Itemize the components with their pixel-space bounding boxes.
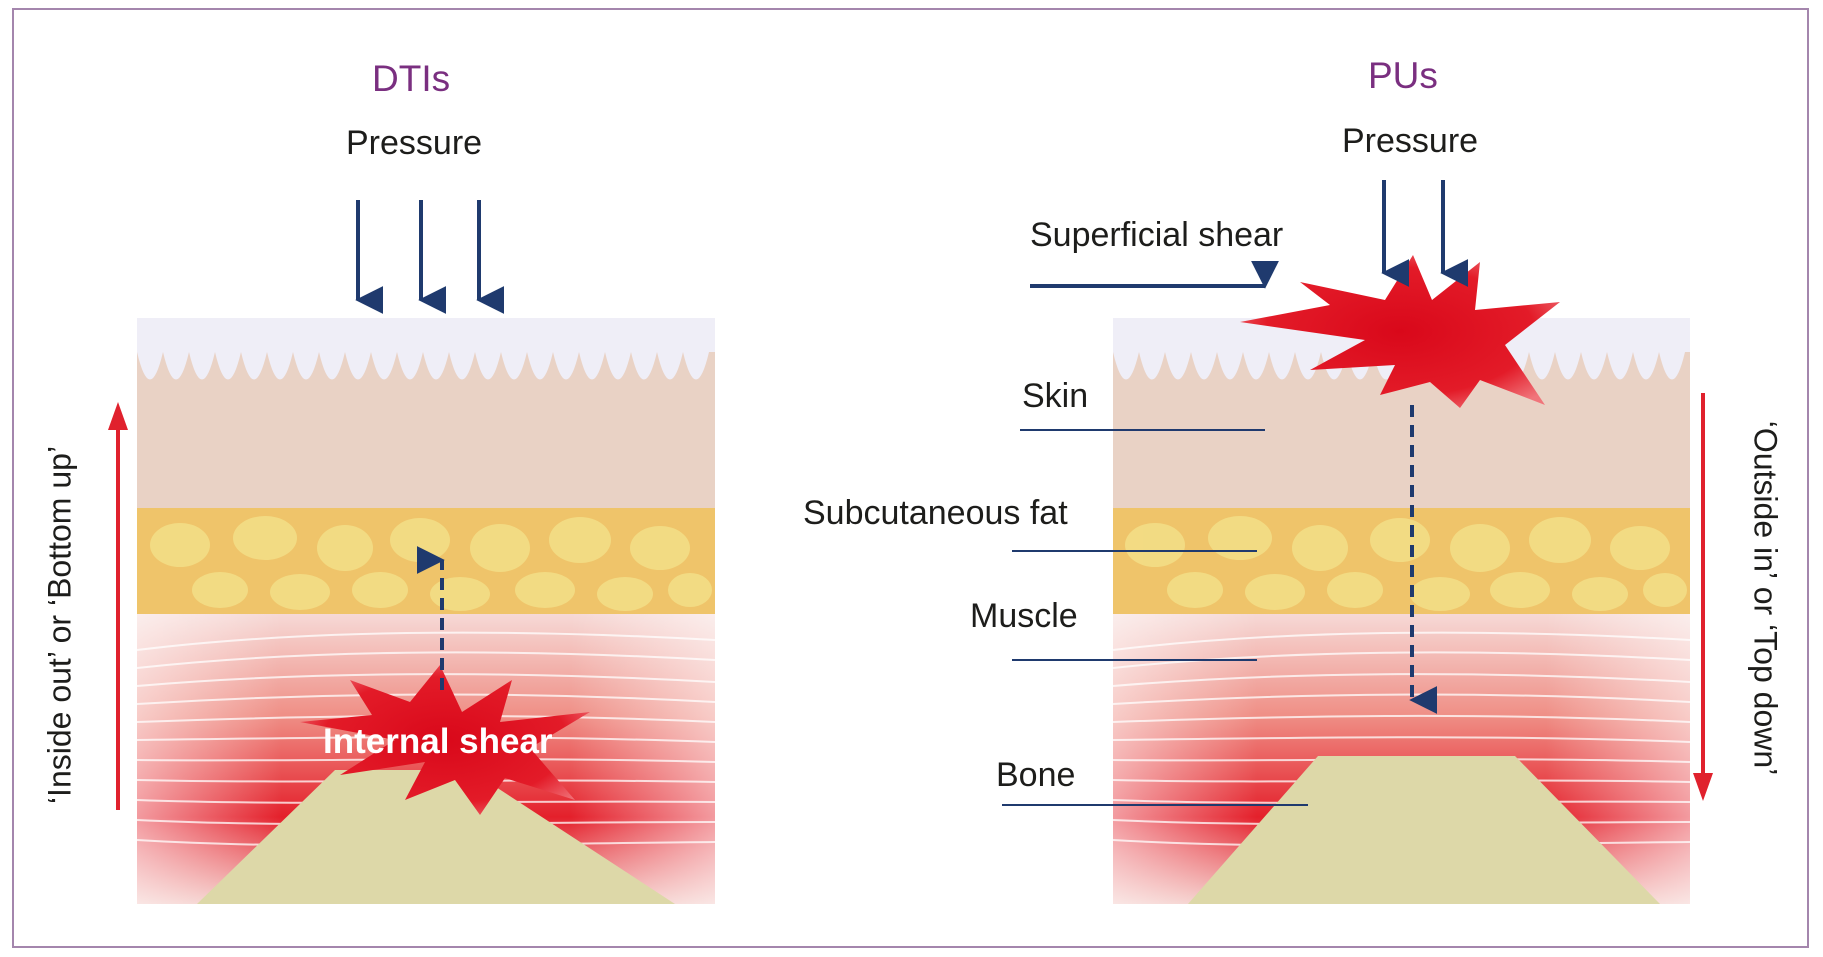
right-direction-arrow [1693,393,1713,801]
bone-label: Bone [996,756,1075,795]
internal-shear-label: Internal shear [323,722,553,762]
right-direction-label: ‘Outside in’ or ‘Top down’ [1747,421,1784,776]
left-direction-arrow [108,402,128,810]
left-pressure-label: Pressure [346,124,482,163]
right-pressure-label: Pressure [1342,122,1478,161]
left-panel-title: DTIs [372,58,450,100]
subcutaneous-fat-label: Subcutaneous fat [803,494,1068,533]
skin-label: Skin [1022,377,1088,416]
right-tissue-block [1113,318,1690,904]
left-tissue-block [137,318,715,904]
muscle-label: Muscle [970,597,1078,636]
left-direction-label: ‘Inside out’ or ‘Bottom up’ [42,446,79,804]
left-pressure-arrows [358,200,479,300]
superficial-shear-label: Superficial shear [1030,216,1283,255]
right-panel-title: PUs [1368,55,1438,97]
